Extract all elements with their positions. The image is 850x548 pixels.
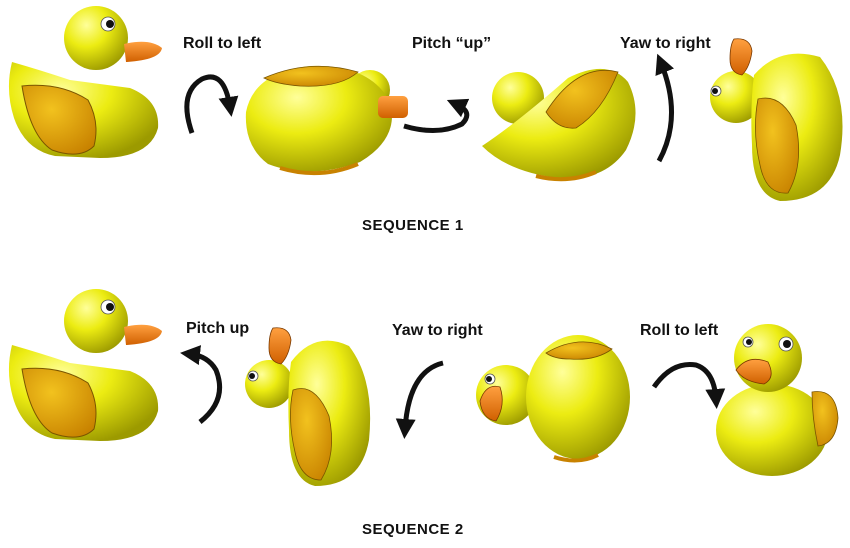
- sequence-1-title: SEQUENCE 1: [362, 217, 464, 234]
- sequence-2-title: SEQUENCE 2: [362, 521, 464, 538]
- seq1-step2-label: Pitch “up”: [412, 35, 492, 52]
- pitch-up-arrow-icon: [403, 98, 470, 133]
- seq2-step1-label: Pitch up: [186, 320, 250, 337]
- roll-left-arrow-2-icon: [651, 361, 726, 409]
- seq2-step2-label: Yaw to right: [392, 322, 483, 339]
- yaw-right-arrow-2-icon: [395, 360, 444, 439]
- duck-pitched-2: [245, 327, 371, 486]
- duck-rolled-front: [716, 324, 839, 476]
- duck-upright: [8, 6, 162, 158]
- seq1-step3-label: Yaw to right: [620, 35, 711, 52]
- duck-yawed-2: [476, 335, 630, 463]
- duck-upright-2: [8, 289, 162, 441]
- duck-yawed: [710, 38, 843, 201]
- duck-rolled: [245, 65, 408, 176]
- seq1-step1-label: Roll to left: [183, 35, 262, 52]
- seq2-step3-label: Roll to left: [640, 322, 719, 339]
- roll-left-arrow-icon: [184, 74, 239, 134]
- yaw-right-arrow-icon: [655, 53, 675, 163]
- duck-pitched: [482, 68, 636, 182]
- pitch-up-arrow-2-icon: [180, 345, 222, 424]
